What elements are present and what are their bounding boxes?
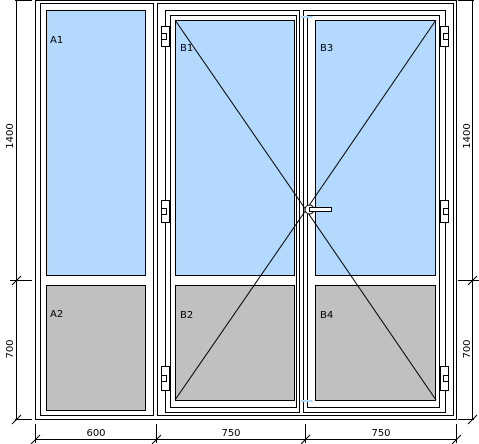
panel-b4 [315, 285, 436, 401]
opening-line-right-top [305, 19, 437, 211]
door-handle [304, 204, 332, 215]
dim-width-left: 600 [86, 428, 105, 439]
opening-line-left-top [174, 19, 307, 211]
label-a2: A2 [50, 309, 63, 320]
hinge-left-middle [161, 200, 170, 223]
dim-width-middle: 750 [221, 428, 240, 439]
opening-line-left-bottom [174, 209, 307, 401]
dim-height-bottom-right: 700 [462, 339, 473, 358]
panel-a2 [46, 285, 146, 411]
dim-height-top-right: 1400 [462, 123, 473, 148]
label-b2: B2 [180, 310, 193, 321]
dim-height-top-left: 1400 [5, 123, 16, 148]
pane-a1 [46, 10, 146, 276]
door-leaf-left-inner [170, 15, 297, 408]
dim-height-bottom-left: 700 [5, 339, 16, 358]
label-a1: A1 [50, 35, 63, 46]
hinge-right-bottom [440, 366, 449, 391]
label-b3: B3 [320, 43, 333, 54]
hinge-left-top [161, 26, 170, 47]
dim-width-right: 750 [371, 428, 390, 439]
dimension-right [458, 0, 479, 425]
pane-b1 [175, 20, 295, 276]
pane-b3 [315, 20, 436, 276]
panel-b2 [175, 285, 295, 401]
hinge-right-middle [440, 200, 449, 223]
dimension-left [10, 0, 32, 425]
hinge-left-bottom [161, 366, 170, 391]
hinge-right-top [440, 26, 449, 47]
opening-line-right-bottom [305, 209, 437, 401]
dimension-bottom [30, 424, 462, 444]
label-b4: B4 [320, 310, 333, 321]
label-b1: B1 [180, 43, 193, 54]
